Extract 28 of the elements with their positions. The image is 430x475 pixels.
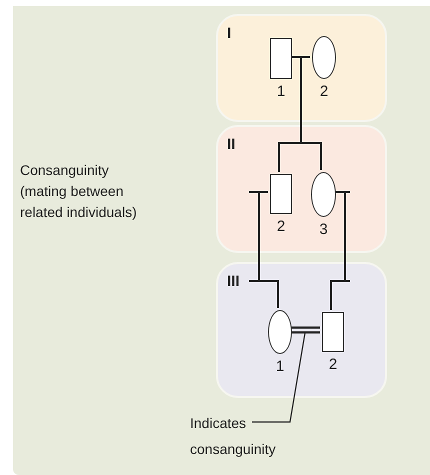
individual-number: 1 xyxy=(276,358,284,376)
pedigree-line xyxy=(258,191,279,308)
female-circle xyxy=(311,172,336,217)
annotation-text: Indicates consanguinity xyxy=(190,410,290,460)
generation-numeral: III xyxy=(227,272,240,292)
male-square xyxy=(270,38,292,79)
individual-number: 2 xyxy=(328,356,338,374)
generation-band xyxy=(216,125,387,253)
consanguineous-double-line xyxy=(289,326,320,334)
pedigree-line xyxy=(290,56,310,58)
generation-numeral: II xyxy=(227,135,236,155)
generation-band xyxy=(216,262,387,398)
individual-number: 2 xyxy=(276,218,286,236)
male-square xyxy=(322,312,344,352)
male-square xyxy=(270,174,292,214)
individual-number: 2 xyxy=(320,83,328,101)
generation-band xyxy=(216,14,387,122)
generation-numeral: I xyxy=(227,24,232,44)
caption-text: Consanguinity (mating between related individuals) xyxy=(20,161,138,222)
female-circle xyxy=(312,36,336,79)
descent-line xyxy=(300,57,302,143)
pedigree-line xyxy=(301,142,322,170)
individual-number: 3 xyxy=(319,221,328,239)
leader-line xyxy=(252,332,306,423)
individual-number: 1 xyxy=(276,83,286,101)
female-circle xyxy=(268,310,292,354)
pedigree-line xyxy=(330,191,346,310)
pedigree-line xyxy=(278,142,301,172)
